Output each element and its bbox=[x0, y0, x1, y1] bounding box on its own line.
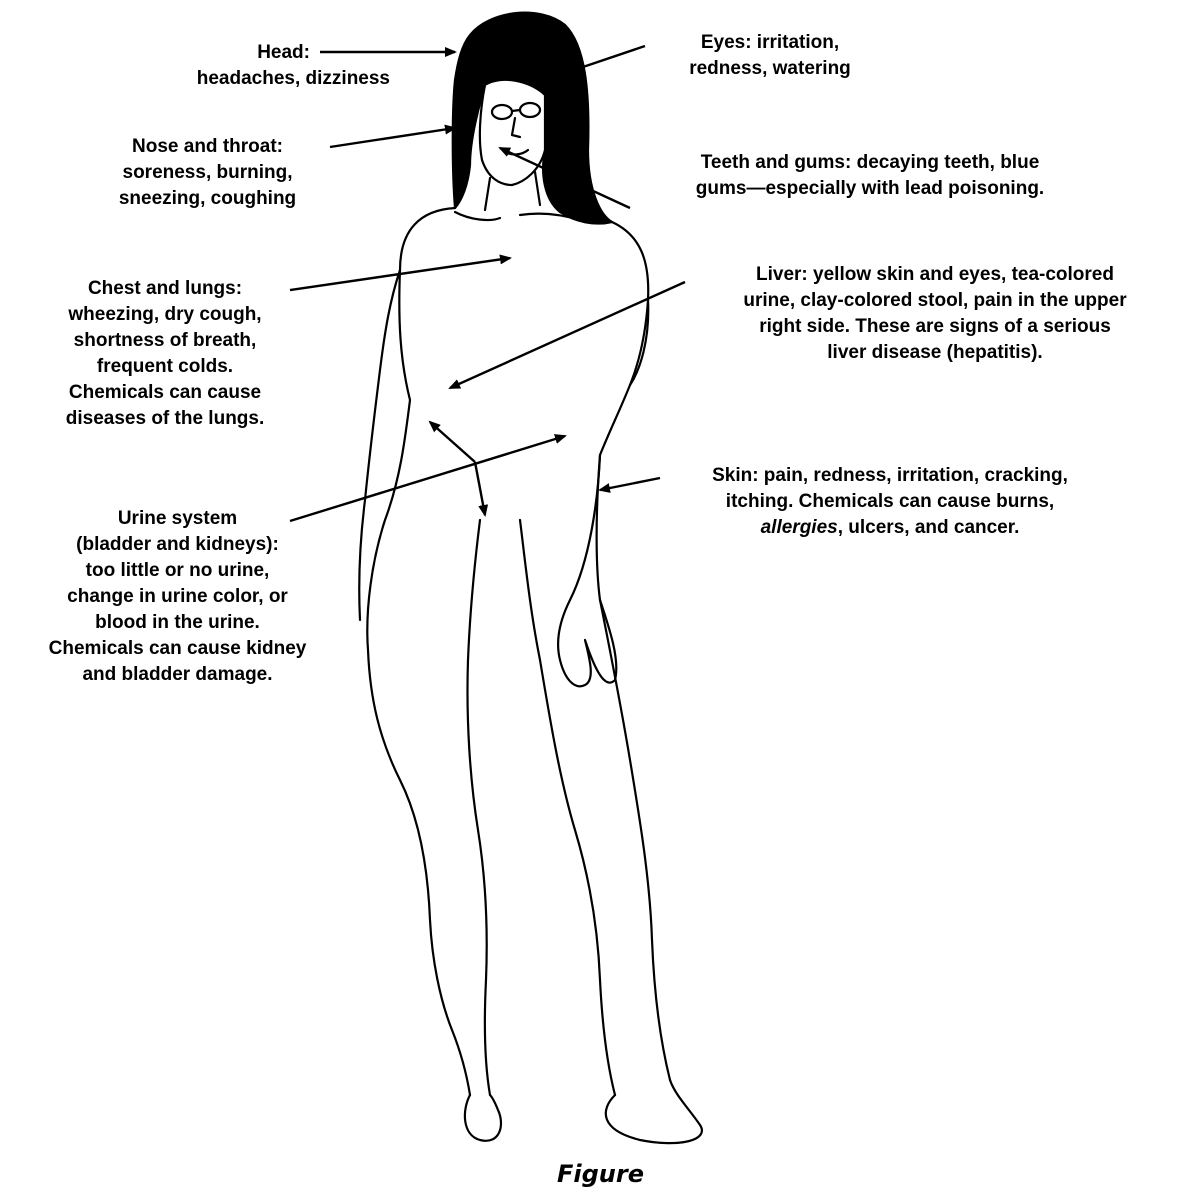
label-skin-term: Skin bbox=[712, 465, 752, 486]
label-eyes: Eyes: irritation, redness, watering bbox=[650, 30, 890, 82]
glasses-bridge bbox=[512, 110, 520, 111]
label-liver-term: Liver bbox=[756, 264, 801, 285]
label-nose-throat: Nose and throat: soreness, burning, snee… bbox=[85, 134, 330, 212]
arrow-nose-throat bbox=[330, 128, 455, 147]
arrow-urine-bladder bbox=[475, 462, 485, 515]
label-liver: Liver: yellow skin and eyes, tea-colored… bbox=[680, 262, 1190, 366]
torso-right bbox=[597, 222, 649, 600]
foot-left bbox=[465, 1095, 501, 1141]
right-arm bbox=[558, 300, 648, 686]
label-urine-system: Urine system (bladder and kidneys): too … bbox=[5, 506, 350, 688]
label-chest-lungs: Chest and lungs: wheezing, dry cough, sh… bbox=[35, 276, 295, 432]
label-nose-throat-term: Nose and throat bbox=[132, 136, 277, 157]
label-head-term: Head bbox=[257, 42, 303, 63]
outer-leg-right bbox=[600, 600, 670, 1080]
arrow-eyes bbox=[580, 46, 645, 68]
inner-leg-left bbox=[467, 520, 490, 1095]
label-urine-term-1: Urine system bbox=[5, 506, 350, 532]
label-teeth-gums: Teeth and gums: decaying teeth, blue gum… bbox=[630, 150, 1110, 202]
label-chest-lungs-term: Chest and lungs bbox=[88, 278, 236, 299]
label-eyes-desc: redness, watering bbox=[650, 56, 890, 82]
figure-caption: Figure bbox=[0, 1160, 1201, 1188]
label-head: Head: headaches, dizziness bbox=[140, 40, 390, 92]
left-arm bbox=[359, 270, 400, 620]
arrow-liver bbox=[450, 282, 685, 388]
foot-right bbox=[606, 1080, 702, 1143]
label-head-desc: headaches, dizziness bbox=[140, 66, 390, 92]
label-urine-term-2: (bladder and kidneys) bbox=[76, 534, 272, 555]
label-teeth-gums-term: Teeth and gums bbox=[701, 152, 845, 173]
arrow-skin bbox=[600, 478, 660, 490]
arrow-urine-kidney bbox=[430, 422, 475, 462]
torso-left bbox=[367, 208, 470, 1095]
label-skin: Skin: pain, redness, irritation, crackin… bbox=[660, 463, 1120, 541]
label-eyes-term: Eyes bbox=[701, 32, 745, 53]
